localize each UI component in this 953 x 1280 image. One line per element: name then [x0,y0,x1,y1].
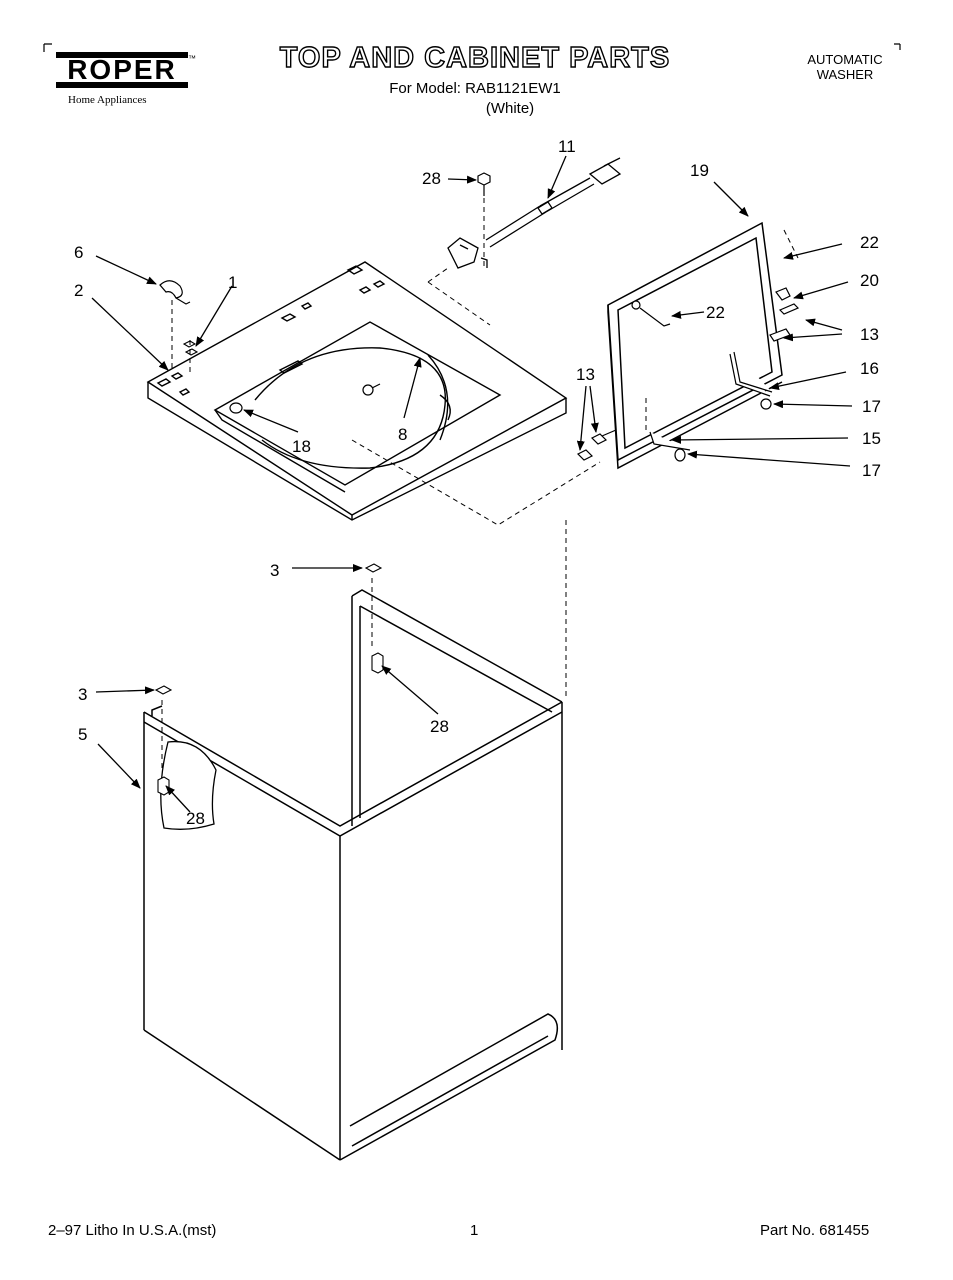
leader-dashes-top [171,300,191,372]
callout-16: 16 [860,359,879,378]
callout-3-left: 3 [78,685,87,704]
trademark-mark: ™ [188,54,196,63]
bolt-part-8 [362,383,381,396]
callout-28-harness: 28 [422,169,441,188]
page-title: TOP AND CABINET PARTS [279,41,671,74]
callout-19: 19 [690,161,709,180]
callout-6: 6 [74,243,83,262]
callout-28-cutaway: 28 [186,809,205,828]
product-line-1: AUTOMATIC [807,52,883,67]
screws-cabinet [154,563,384,796]
lid-part-19 [607,221,783,470]
product-type: AUTOMATIC WASHER [780,52,910,82]
callout-15: 15 [862,429,881,448]
logo-frame [56,52,188,88]
callout-18: 18 [292,437,311,456]
callout-22-right: 22 [860,233,879,252]
leader-dashes-lid [351,229,799,526]
callout-13-left: 13 [576,365,595,384]
callout-8: 8 [398,425,407,444]
callout-5: 5 [78,725,87,744]
product-line-2: WASHER [816,67,874,82]
callout-3-top: 3 [270,561,279,580]
leader-dashes-cabinet [143,520,567,880]
cabinet-cutaway [160,740,217,830]
callout-22-inner: 22 [706,303,725,322]
callout-11: 11 [558,137,576,156]
clip-part-6 [159,280,191,305]
crop-marks [43,43,901,52]
callout-arrows [91,155,853,813]
callout-2: 2 [74,281,83,300]
washer-top [146,261,568,521]
callout-28-cabinet: 28 [430,717,449,736]
model-line: For Model: RAB1121EW1 [389,80,561,97]
color-line: (White) [485,100,535,117]
cabinet-part-5 [143,589,563,1161]
screw-28-harness [477,172,491,196]
brand-name: ROPER [67,54,177,85]
part-number: Part No. 681455 [760,1222,870,1239]
callout-17-lower: 17 [862,461,881,480]
brand-tagline: Home Appliances [68,94,147,106]
leader-dashes-harness [427,198,491,326]
callout-20: 20 [860,271,879,290]
callout-labels: 6 2 1 28 11 19 22 20 13 16 17 15 17 22 1… [74,137,881,828]
plug-part-18 [229,402,243,414]
lid-hardware [576,287,800,462]
callout-17-upper: 17 [862,397,881,416]
print-info: 2–97 Litho In U.S.A.(mst) [48,1222,217,1239]
brand-logo: ROPER ™ Home Appliances [48,44,196,108]
callout-13-right: 13 [860,325,879,344]
page-number: 1 [470,1222,479,1239]
lid-switch-part-11 [447,157,622,269]
callout-1: 1 [228,273,237,292]
